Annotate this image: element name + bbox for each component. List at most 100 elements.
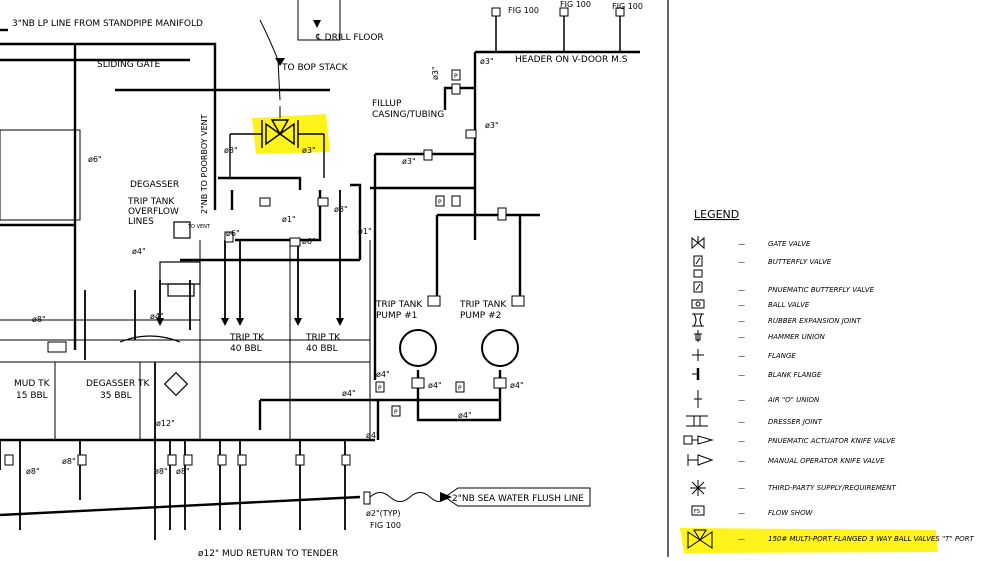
svg-text:—: —: [738, 437, 745, 445]
pneumatic-knife-valve-icon: [683, 435, 714, 445]
ball-valve-icon: [691, 299, 705, 309]
dresser-joint-icon: [686, 415, 708, 427]
fig100-label-a: FIG 100: [508, 6, 539, 15]
fillup-label-2: CASING/TUBING: [372, 110, 444, 120]
poorboy-label: 2"NB TO POORBOY VENT: [200, 114, 209, 214]
d8-label-a: ø8": [32, 315, 46, 324]
svg-text:—: —: [738, 457, 745, 465]
pump2-label-b: PUMP #2: [460, 311, 501, 321]
legend-text-third-party: THIRD-PARTY SUPPLY/REQUIREMENT: [768, 484, 897, 492]
d8-label-b: ø8": [26, 467, 40, 476]
mud-return-label: ø12" MUD RETURN TO TENDER: [198, 549, 338, 557]
d4-label-h: ø4": [376, 370, 390, 379]
legend-icons: [683, 236, 714, 549]
to-vent-label: TO VENT: [187, 224, 211, 230]
legend-text-pneumatic-knife: PNUEMATIC ACTUATOR KNIFE VALVE: [768, 437, 896, 445]
legend-text-ball-valve: BALL VALVE: [768, 301, 810, 309]
d4-label-c: ø4": [342, 389, 356, 398]
typ-label-2: FIG 100: [370, 521, 401, 530]
typ-label-1: ø2"(TYP): [366, 509, 401, 518]
legend-text-blank-flange: BLANK FLANGE: [768, 371, 822, 379]
legend-text-manual-knife: MANUAL OPERATOR KNIFE VALVE: [768, 457, 885, 465]
lp-line-label: 3"NB LP LINE FROM STANDPIPE MANIFOLD: [12, 19, 203, 29]
d3-label-f: ø3": [302, 146, 316, 155]
trip-overflow-label-1: TRIP TANK: [127, 197, 175, 207]
svg-text:—: —: [738, 418, 745, 426]
highlight-legend-mark: [680, 528, 938, 553]
d1-label-a: ø1": [282, 215, 296, 224]
to-bop-label: TO BOP STACK: [281, 63, 349, 73]
fig100-stems: [495, 16, 621, 52]
three-way-valve-symbol: [229, 119, 325, 178]
d4-label-e: ø4": [510, 381, 524, 390]
svg-text:—: —: [738, 240, 745, 248]
svg-text:—: —: [738, 301, 745, 309]
degasser-body: [119, 221, 201, 397]
p-marker-e: P: [394, 409, 398, 416]
fillup-label-1: FILLUP: [372, 99, 402, 109]
degasser-label: DEGASSER: [130, 180, 179, 190]
legend-title: LEGEND: [694, 208, 739, 221]
d6-label-b: ø6": [226, 229, 240, 238]
trip-tk2-label-a: TRIP TK: [305, 333, 341, 343]
d3-label-e: ø3": [224, 146, 238, 155]
mud-tk-label-b: 15 BBL: [16, 391, 48, 401]
pneumatic-butterfly-valve-icon: [693, 269, 703, 293]
d3-label-d: ø3": [402, 157, 416, 166]
arrow-heads: [156, 20, 452, 502]
svg-text:—: —: [738, 371, 745, 379]
d8-label-c: ø8": [62, 457, 76, 466]
p-marker-c: P: [378, 385, 382, 392]
flange-icon: [692, 349, 704, 361]
d4-label-a: ø4": [132, 247, 146, 256]
d3-label-g: ø3": [334, 205, 348, 214]
degasser-tk-label-a: DEGASSER TK: [86, 379, 150, 389]
d8-label-e: ø8": [176, 467, 190, 476]
air-o-union-icon: [694, 390, 702, 408]
header-label: HEADER ON V-DOOR M.S: [515, 55, 628, 65]
flow-show-symbol: FS: [694, 509, 700, 515]
sea-water-label: 2"NB SEA WATER FLUSH LINE: [452, 494, 584, 504]
d3-label-a: ø3": [480, 57, 494, 66]
legend-text-gate-valve: GATE VALVE: [768, 240, 811, 248]
d4-label-f: ø4": [458, 411, 472, 420]
pump2-label-a: TRIP TANK: [459, 300, 507, 310]
diagram-labels: 3"NB LP LINE FROM STANDPIPE MANIFOLD ℄ D…: [12, 0, 643, 559]
svg-text:—: —: [738, 317, 745, 325]
mud-tk-label-a: MUD TK: [14, 379, 51, 389]
pump1-label-a: TRIP TANK: [375, 300, 423, 310]
legend-text-hammer-union: HAMMER UNION: [768, 333, 826, 341]
legend-text-three-way-valve: 150# MULTI-PORT FLANGED 3 WAY BALL VALVE…: [768, 535, 974, 543]
d3-label-c: ø3": [485, 121, 499, 130]
trip-overflow-label-2: OVERFLOW: [128, 207, 179, 217]
butterfly-valve-icon: [693, 255, 703, 267]
pump1-label-b: PUMP #1: [376, 311, 417, 321]
trip-tk1-label-b: 40 BBL: [230, 344, 262, 354]
blank-flange-icon: [692, 368, 700, 380]
d6-label-c: ø6": [302, 237, 316, 246]
gate-valve-icon: [691, 236, 705, 250]
svg-text:—: —: [738, 258, 745, 266]
d3-label-b: ø3": [431, 66, 440, 80]
legend-text-butterfly-valve: BUTTERFLY VALVE: [768, 258, 832, 266]
p-marker-b: P: [438, 199, 442, 206]
d1-label-b: ø1": [358, 227, 372, 236]
legend-dashes: — — — — — — — — — — — — — — —: [738, 240, 745, 543]
hammer-union-icon: [694, 330, 702, 342]
trip-tk2-label-b: 40 BBL: [306, 344, 338, 354]
valve-symbols: [4, 7, 625, 505]
three-way-ball-valve-icon: [687, 529, 713, 549]
legend-text-flange: FLANGE: [768, 352, 796, 360]
svg-text:—: —: [738, 484, 745, 492]
main-piping: [0, 28, 640, 517]
legend-text-rubber-expansion: RUBBER EXPANSION JOINT: [768, 317, 862, 325]
manual-knife-valve-icon: [687, 454, 714, 466]
svg-text:—: —: [738, 333, 745, 341]
flow-show-icon: [691, 505, 705, 516]
trip-overflow-label-3: LINES: [128, 217, 154, 227]
rubber-expansion-joint-icon: [692, 313, 704, 327]
svg-text:—: —: [738, 396, 745, 404]
svg-text:—: —: [738, 286, 745, 294]
